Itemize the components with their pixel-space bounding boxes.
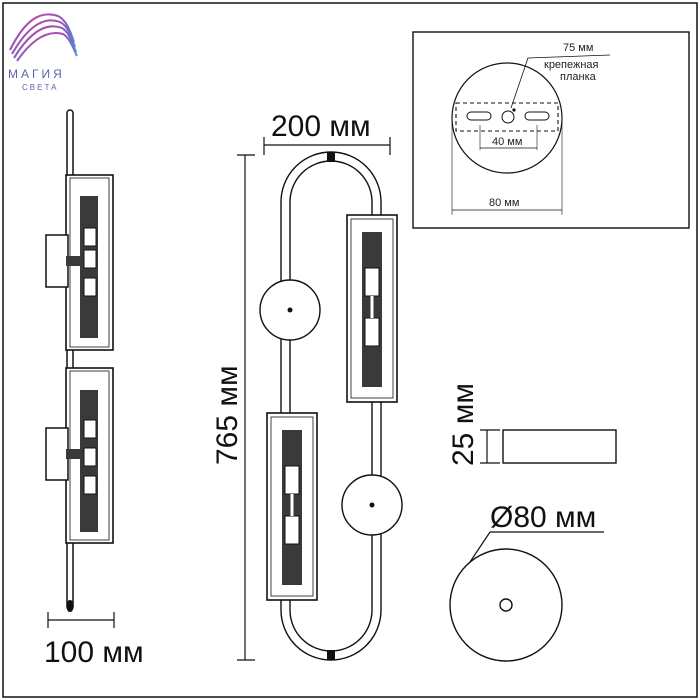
height-dimension-line: [237, 154, 255, 661]
canopy-diameter-inset-label: 80 мм: [489, 197, 519, 209]
hole-spacing-label: 40 мм: [492, 136, 522, 148]
canopy-front-view: [449, 531, 604, 662]
canopy-side-view: [502, 429, 617, 464]
mounting-inset: [412, 31, 690, 229]
plate-label-line1: крепежная: [544, 59, 599, 71]
plate-length-label: 75 мм: [563, 42, 593, 54]
depth-dimension-line: [47, 612, 115, 628]
brand-name: МАГИЯ: [8, 67, 65, 81]
brand-logo: МАГИЯ СВЕТА: [8, 13, 78, 92]
canopy-height-dimension-line: [480, 429, 500, 464]
depth-dimension-label: 100 мм: [44, 636, 144, 669]
height-dimension-label: 765 мм: [211, 365, 244, 465]
front-view: [259, 151, 403, 661]
canopy-height-label: 25 мм: [447, 383, 480, 466]
canopy-diameter-label: Ø80 мм: [490, 501, 596, 534]
width-dimension-line: [263, 137, 391, 155]
side-view: [45, 109, 114, 612]
brand-tagline: СВЕТА: [22, 83, 58, 92]
width-dimension-label: 200 мм: [271, 110, 371, 143]
plate-label-line2: планка: [560, 71, 597, 83]
